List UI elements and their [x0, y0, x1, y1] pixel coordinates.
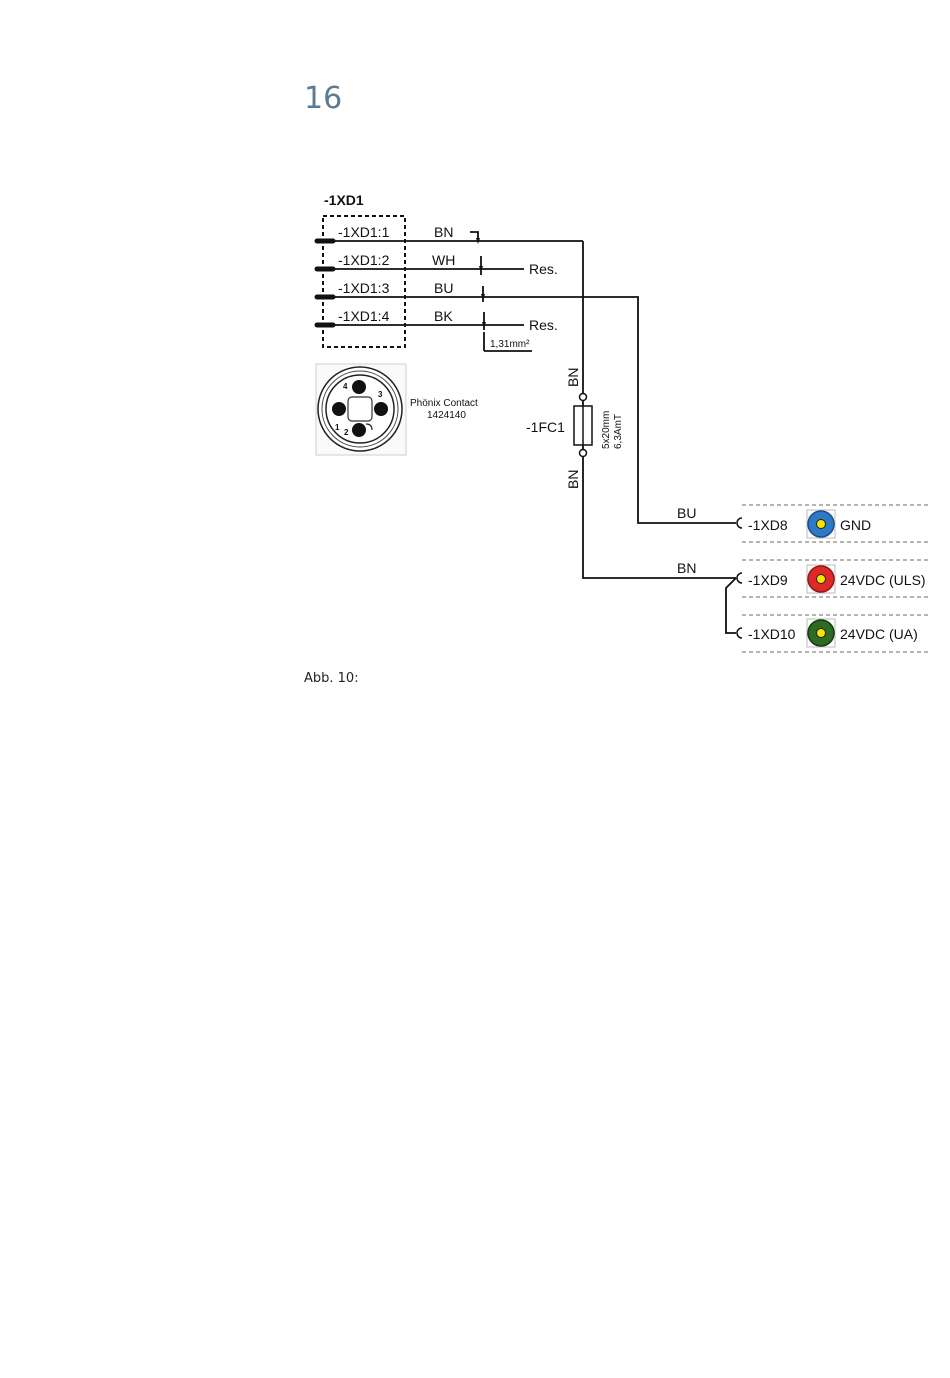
fuse-spec-1: 5x20mm — [601, 411, 612, 449]
plug-part-label: 1424140 — [427, 410, 466, 421]
figure-caption: Abb. 10: — [304, 672, 359, 685]
terminal-label-24vdc-uls: 24VDC (ULS) — [840, 572, 926, 588]
plug-pin-2: 2 — [344, 428, 349, 437]
reserve-label-1: Res. — [529, 261, 558, 277]
wire-label-wh: WH — [432, 252, 455, 268]
pin-label-1: -1XD1:1 — [338, 224, 390, 240]
pin-label-2: -1XD1:2 — [338, 252, 390, 268]
terminal-wire-bu: BU — [677, 505, 696, 521]
terminal-xd8 — [807, 510, 835, 538]
fuse-wire-bottom: BN — [565, 470, 581, 489]
wire-label-bu: BU — [434, 280, 453, 296]
terminal-plug-symbols — [737, 518, 742, 638]
plug-face-diagram — [316, 364, 406, 455]
fuse-symbol — [574, 394, 592, 457]
reserve-label-2: Res. — [529, 317, 558, 333]
pin-label-4: -1XD1:4 — [338, 308, 390, 324]
plug-pin-3: 3 — [378, 390, 383, 399]
cross-section-label: 1,31mm² — [490, 339, 530, 350]
plug-pin-1: 1 — [335, 423, 340, 432]
wire-label-bn: BN — [434, 224, 453, 240]
terminal-id-xd9: -1XD9 — [748, 572, 788, 588]
terminal-label-gnd: GND — [840, 517, 871, 533]
plug-pin-4: 4 — [343, 382, 348, 391]
terminal-id-xd10: -1XD10 — [748, 626, 796, 642]
fuse-name: -1FC1 — [526, 419, 565, 435]
connector-title: -1XD1 — [324, 192, 364, 208]
pin-stubs — [317, 241, 333, 325]
plug-maker-label: Phönix Contact — [410, 398, 478, 409]
terminal-label-24vdc-ua: 24VDC (UA) — [840, 626, 918, 642]
pin-label-3: -1XD1:3 — [338, 280, 390, 296]
terminal-wire-bn: BN — [677, 560, 696, 576]
terminal-xd10 — [807, 619, 835, 647]
terminal-xd9 — [807, 565, 835, 593]
wire-label-bk: BK — [434, 308, 453, 324]
fuse-spec-2: 6,3AmT — [613, 414, 624, 449]
fuse-wire-top: BN — [565, 368, 581, 387]
terminal-id-xd8: -1XD8 — [748, 517, 788, 533]
